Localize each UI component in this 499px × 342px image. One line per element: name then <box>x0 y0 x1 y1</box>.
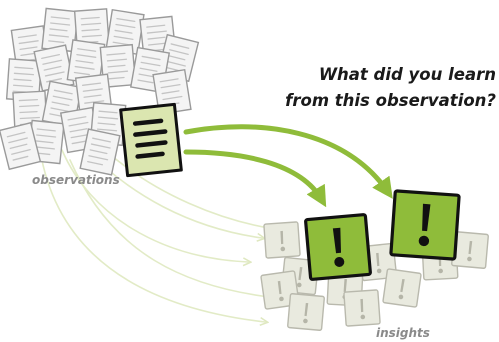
highlighted-observation-icon <box>119 102 183 178</box>
question-line-2: from this observation? <box>285 91 496 110</box>
insight-card-1-icon <box>304 213 372 281</box>
insight-arrows <box>183 124 393 208</box>
observations-label: observations <box>32 173 120 187</box>
insight-card-2-icon <box>389 189 461 261</box>
question-line-1: What did you learn <box>318 65 496 84</box>
insights-label: insights <box>376 326 430 340</box>
question-text: What did you learn from this observation… <box>282 62 496 114</box>
